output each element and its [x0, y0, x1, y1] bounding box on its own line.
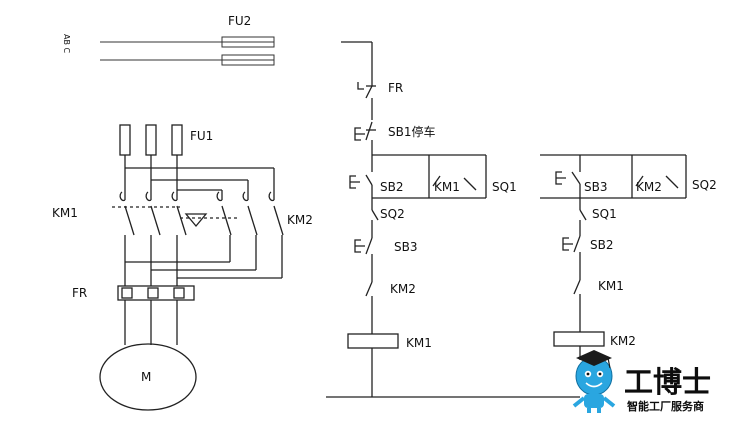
phase-labels: AB C — [62, 34, 71, 54]
sq2-parallel-label: SQ2 — [692, 178, 717, 192]
control-circuit-km1: FR SB1停车 SB2 KM1 SQ1 — [341, 41, 517, 397]
km1-holding-label: KM1 — [434, 180, 460, 194]
sq2-series-switch — [371, 206, 379, 238]
fr-thermal-relay — [117, 285, 195, 345]
km2-interlock-label: KM2 — [390, 282, 416, 296]
sb1-stop-button — [354, 121, 376, 155]
km2-holding-label: KM2 — [636, 180, 662, 194]
phase-lines — [124, 155, 178, 286]
motor-symbol — [99, 343, 197, 411]
km1-coil-label: KM1 — [406, 336, 432, 350]
km1-start-branch — [349, 154, 487, 206]
motor-label: M — [141, 370, 151, 384]
logo-tagline: 智能工厂服务商 — [627, 399, 704, 413]
fu1-label: FU1 — [190, 129, 213, 143]
mascot-icon — [572, 350, 616, 413]
sq1-parallel-label: SQ1 — [492, 180, 517, 194]
sb1-label: SB1停车 — [388, 124, 436, 139]
sb2-interlock-label: SB2 — [590, 238, 613, 252]
sb2-interlock-button — [562, 235, 581, 276]
logo-name: 工博士 — [624, 365, 711, 399]
km2-start-branch — [540, 154, 687, 206]
km2-interlock-contact — [365, 278, 373, 334]
km2-power-label: KM2 — [287, 213, 313, 227]
km2-coil — [553, 331, 605, 347]
sb2-label: SB2 — [380, 180, 403, 194]
km1-main-contacts — [112, 191, 187, 236]
brand-logo: 工博士 智能工厂服务商 — [572, 350, 711, 413]
km1-power-label: KM1 — [52, 206, 78, 220]
km1-coil — [347, 333, 399, 349]
km1-interlock-label: KM1 — [598, 279, 624, 293]
fu1-fuse — [119, 124, 183, 156]
sq2-series-label: SQ2 — [380, 207, 405, 221]
sq1-series-label: SQ1 — [592, 207, 617, 221]
power-circuit: AB C FU2 FU1 — [52, 14, 313, 411]
control-circuit-km2: SB3 KM2 SQ2 SQ1 SB2 KM1 KM2 — [540, 154, 717, 360]
sq1-series-switch — [579, 206, 587, 236]
km2-coil-label: KM2 — [610, 334, 636, 348]
sb3-start-label: SB3 — [584, 180, 607, 194]
sb3-interlock-label: SB3 — [394, 240, 417, 254]
km2-main-contacts — [125, 167, 284, 279]
fu2-label: FU2 — [228, 14, 251, 28]
fr-power-label: FR — [72, 286, 87, 300]
fu2-fuse — [221, 36, 275, 66]
fr-contact — [357, 78, 376, 120]
km1-interlock-contact — [573, 276, 581, 332]
sb3-interlock-button — [354, 237, 373, 278]
fr-contact-label: FR — [388, 81, 403, 95]
